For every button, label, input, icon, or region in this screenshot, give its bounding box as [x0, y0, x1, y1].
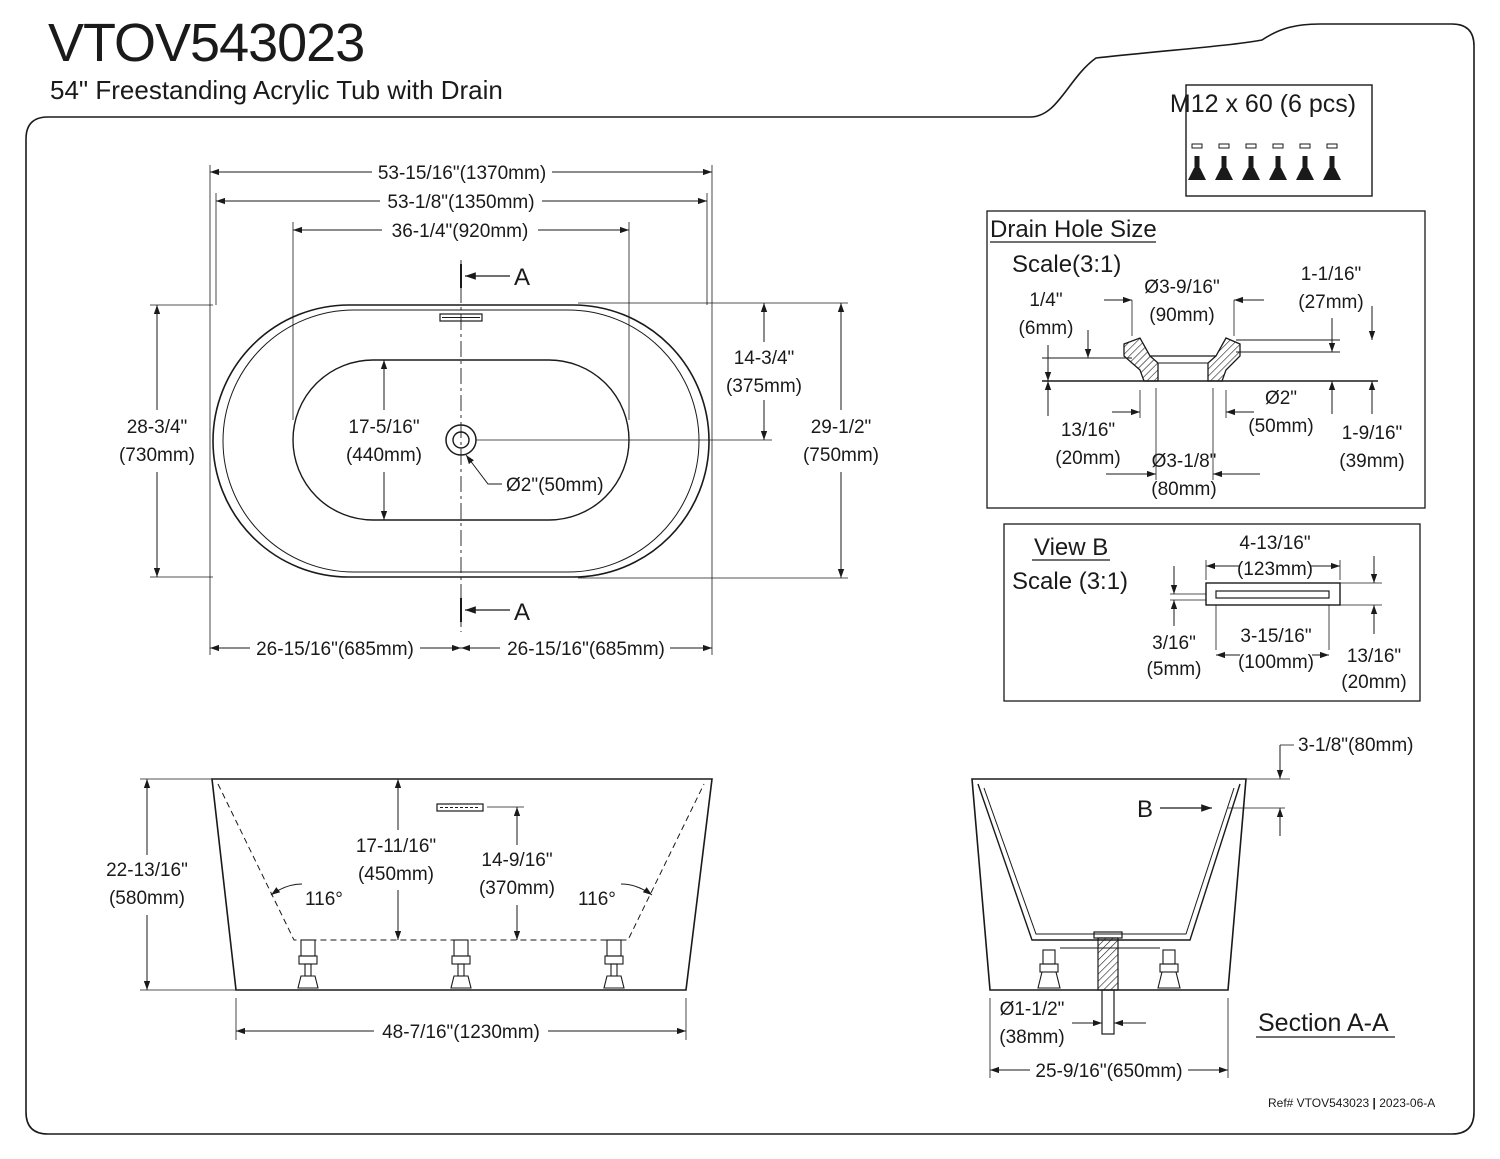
drain-bore-mm: (50mm) [1248, 416, 1313, 437]
bolt-icon [1269, 143, 1287, 180]
dim-drain-offset-mm: (375mm) [726, 376, 802, 397]
bolt-icon [1188, 143, 1206, 180]
tub-foot [450, 939, 472, 989]
section-waste-dia-in: Ø1-1/2" [1000, 999, 1065, 1020]
bolt-icon [1242, 143, 1260, 180]
front-angle-left: 116° [305, 889, 343, 910]
view-b-height-mm: (20mm) [1341, 672, 1406, 693]
hardware-box: M12 x 60 (6 pcs) [1170, 84, 1373, 197]
flange-right-section [1207, 337, 1241, 382]
drain-bottom-dia-mm: (80mm) [1151, 479, 1216, 500]
dim-width-outer-in: 28-3/4" [127, 417, 188, 438]
front-overflow-mm: (370mm) [479, 878, 555, 899]
drain-hole-detail: Drain Hole Size Scale(3:1) Ø3-9/16" (90m… [986, 210, 1426, 509]
section-view: B 3-1/8"(80mm) Ø1-1/2" (38mm) 25-9/16"(6… [971, 735, 1414, 1082]
drain-height-mm: (27mm) [1298, 292, 1363, 313]
front-height-in: 22-13/16" [106, 860, 188, 881]
dim-interior-width-in: 17-5/16" [348, 417, 419, 438]
dim-overall-length: 53-15/16"(1370mm) [378, 163, 546, 184]
drain-step-in: 13/16" [1061, 420, 1115, 441]
section-base-width: 25-9/16"(650mm) [1035, 1061, 1182, 1082]
drain-lip-mm: (6mm) [1019, 318, 1074, 339]
section-marker-bottom: A [514, 599, 530, 626]
bolt-icons [1188, 143, 1341, 180]
section-waste-dia-mm: (38mm) [999, 1027, 1064, 1048]
view-b-thickness-mm: (5mm) [1147, 659, 1202, 680]
model-number: VTOV543023 [48, 13, 365, 73]
drain-hole-title: Drain Hole Size [990, 216, 1157, 243]
section-title: Section A-A [1258, 1009, 1389, 1037]
view-b-slot-mm: (100mm) [1238, 652, 1314, 673]
drain-lip-in: 1/4" [1029, 290, 1062, 311]
drain-bottom-dia-in: Ø3-1/8" [1152, 451, 1217, 472]
revision: 2023-06-A [1379, 1096, 1436, 1110]
waste-pipe [1101, 989, 1115, 1035]
view-b-title: View B [1034, 534, 1108, 561]
view-b-scale: Scale (3:1) [1012, 568, 1128, 595]
dim-width-outer-mm: (730mm) [119, 445, 195, 466]
view-b-length-in: 4-13/16" [1239, 533, 1310, 554]
front-overflow-in: 14-9/16" [481, 850, 552, 871]
dim-drain-dia: Ø2"(50mm) [506, 475, 604, 496]
front-depth-in: 17-11/16" [356, 836, 436, 857]
overflow-plate-side [436, 803, 484, 812]
dim-half-length-left: 26-15/16"(685mm) [256, 639, 414, 660]
bolt-icon [1296, 143, 1314, 180]
tub-side-outline [211, 778, 713, 991]
dim-interior-width-mm: (440mm) [346, 445, 422, 466]
drain-step-mm: (20mm) [1055, 448, 1120, 469]
tub-foot [603, 939, 625, 989]
view-b-thickness-in: 3/16" [1152, 633, 1196, 654]
front-view: 22-13/16" (580mm) 17-11/16" (450mm) 14-9… [106, 778, 713, 1043]
dim-drain-offset-in: 14-3/4" [734, 348, 795, 369]
drain-top-dia-mm: (90mm) [1149, 305, 1214, 326]
flange-left-section [1123, 337, 1159, 382]
dim-width-overall-mm: (750mm) [803, 445, 879, 466]
page-frame [25, 23, 1475, 1135]
view-b-height-in: 13/16" [1347, 646, 1401, 667]
dim-rim-length: 53-1/8"(1350mm) [387, 192, 534, 213]
front-depth-mm: (450mm) [358, 864, 434, 885]
drain-top-dia-in: Ø3-9/16" [1144, 277, 1219, 298]
drain-bore-in: Ø2" [1265, 388, 1297, 409]
dim-half-length-right: 26-15/16"(685mm) [507, 639, 665, 660]
top-view: 53-15/16"(1370mm) 53-1/8"(1350mm) 36-1/4… [119, 163, 879, 660]
drain-depth-mm: (39mm) [1339, 451, 1404, 472]
section-feet [1037, 949, 1181, 989]
drain-height-in: 1-1/16" [1301, 264, 1362, 285]
view-b-length-mm: (123mm) [1237, 559, 1313, 580]
front-angle-right: 116° [578, 889, 616, 910]
hardware-label: M12 x 60 (6 pcs) [1170, 90, 1356, 118]
section-outer-outline [971, 778, 1247, 991]
reference-number: Ref# VTOV543023 | 2023-06-A [1268, 1096, 1436, 1110]
tub-feet [297, 939, 625, 989]
bolt-icon [1215, 143, 1233, 180]
section-rim: 3-1/8"(80mm) [1298, 735, 1414, 756]
dim-interior-length: 36-1/4"(920mm) [392, 221, 529, 242]
front-base-length: 48-7/16"(1230mm) [382, 1022, 540, 1043]
bolt-icon [1323, 143, 1341, 180]
section-marker-top: A [514, 264, 530, 291]
front-height-mm: (580mm) [109, 888, 185, 909]
drain-depth-in: 1-9/16" [1342, 423, 1403, 444]
tub-foot [297, 939, 319, 989]
drain-body [1097, 937, 1119, 991]
overflow-plate-slot [1215, 590, 1330, 599]
drain-hole-scale: Scale(3:1) [1012, 251, 1121, 278]
overflow-plate [1205, 582, 1341, 606]
view-b-marker: B [1137, 796, 1153, 823]
ref-id: Ref# VTOV543023 [1268, 1096, 1370, 1110]
view-b-detail: View B Scale (3:1) 4-13/16" (123mm) 3-15… [1003, 523, 1421, 702]
dim-width-overall-in: 29-1/2" [811, 417, 872, 438]
product-description: 54" Freestanding Acrylic Tub with Drain [50, 75, 503, 105]
view-b-slot-in: 3-15/16" [1240, 626, 1311, 647]
